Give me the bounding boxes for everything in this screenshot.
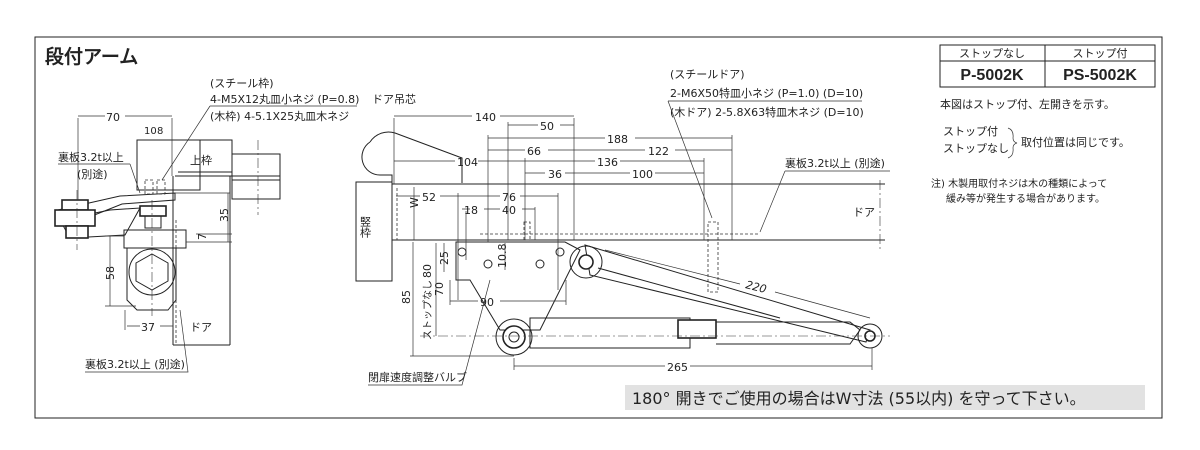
w-warning-text: 180° 開きでご使用の場合はW寸法 (55以内) を守って下さい。 [632, 389, 1086, 408]
header-with-stop: ストップ付 [1073, 47, 1128, 60]
dim-8: 8 [157, 126, 163, 137]
with-stop-label: ストップ付 [943, 125, 998, 138]
dim-90: 90 [480, 296, 494, 309]
w-dimension-label: W [408, 197, 421, 208]
back-plate-label: 裏板3.2t以上 [58, 150, 124, 164]
dim-104: 104 [457, 156, 478, 169]
dim-70: 70 [106, 111, 120, 124]
dim-100: 100 [632, 168, 653, 181]
dim-66: 66 [527, 145, 541, 158]
upper-frame-label: 上枠 [190, 153, 212, 167]
model-table: ストップなし ストップ付 P-5002K PS-5002K [939, 44, 1156, 88]
dim-58: 58 [104, 266, 117, 280]
model-p-5002k: P-5002K [960, 67, 1024, 84]
dim-52: 52 [422, 191, 436, 204]
model-ps-5002k: PS-5002K [1063, 67, 1137, 84]
side-view: 70 10 8 35 7 58 37 ドア 裏板3.2t以上 (別途) 上枠 (… [54, 76, 359, 373]
dim-37: 37 [141, 321, 155, 334]
notes: 本図はストップ付、左開きを示す。 ストップ付 ストップなし 取付位置は同じです。… [931, 97, 1130, 205]
dim-7: 7 [196, 233, 209, 240]
dim-36: 36 [548, 168, 562, 181]
dim-85: 85 [400, 290, 413, 304]
valve-label: 閉扉速度調整バルブ [368, 370, 467, 384]
door-label: ドア [190, 321, 212, 334]
dim-140: 140 [475, 111, 496, 124]
brace [1007, 127, 1018, 159]
dim-122: 122 [648, 145, 669, 158]
back-plate-bottom-label: 裏板3.2t以上 (別途) [85, 357, 185, 371]
dim-10-8: 10.8 [496, 244, 509, 269]
wood-frame-screw: (木枠) 4-5.1X25丸皿木ネジ [210, 109, 349, 123]
same-position-note: 取付位置は同じです。 [1021, 135, 1130, 149]
w-warning-box [625, 385, 1145, 410]
door-label: ドア [853, 206, 875, 219]
dim-220: 220 [744, 278, 768, 296]
vertical-frame-label: 竪枠 [359, 216, 372, 239]
dim-80: 80 [421, 264, 434, 278]
door-pivot-label: ドア吊芯 [372, 92, 416, 106]
drawing-frame [34, 36, 1163, 419]
header-no-stop: ストップなし [959, 47, 1025, 60]
dim-18: 18 [464, 204, 478, 217]
wood-door-screw: (木ドア) 2-5.8X63特皿木ネジ (D=10) [670, 105, 864, 119]
figure-note: 本図はストップ付、左開きを示す。 [940, 97, 1115, 111]
wood-note-2: 緩み等が発生する場合があります。 [946, 192, 1105, 205]
steel-frame-screw: 4-M5X12丸皿小ネジ (P=0.8) [210, 93, 359, 106]
without-stop-label: ストップなし [943, 142, 1009, 155]
no-stop-label: ストップなし [422, 280, 434, 340]
dim-265: 265 [667, 361, 688, 374]
front-view: 140 50 188 66 122 104 136 36 100 52 76 1… [355, 68, 890, 386]
dim-136: 136 [597, 156, 618, 169]
steel-door-label: (スチールドア) [670, 68, 745, 81]
back-plate-label: 裏板3.2t以上 (別途) [785, 156, 885, 170]
steel-door-screw: 2-M6X50特皿小ネジ (P=1.0) (D=10) [670, 86, 863, 100]
dim-35: 35 [218, 208, 231, 222]
dim-25: 25 [438, 251, 451, 265]
dim-188: 188 [607, 133, 628, 146]
dim-76: 76 [502, 191, 516, 204]
dim-70: 70 [433, 282, 446, 296]
dim-40: 40 [502, 204, 516, 217]
back-plate-sub-label: (別途) [77, 167, 108, 181]
drawing-title: 段付アーム [45, 45, 138, 68]
dim-50: 50 [540, 120, 554, 133]
steel-frame-label: (スチール枠) [210, 76, 274, 90]
dim-10: 10 [144, 126, 157, 137]
wood-note-1: 注) 木製用取付ネジは木の種類によって [931, 177, 1107, 190]
